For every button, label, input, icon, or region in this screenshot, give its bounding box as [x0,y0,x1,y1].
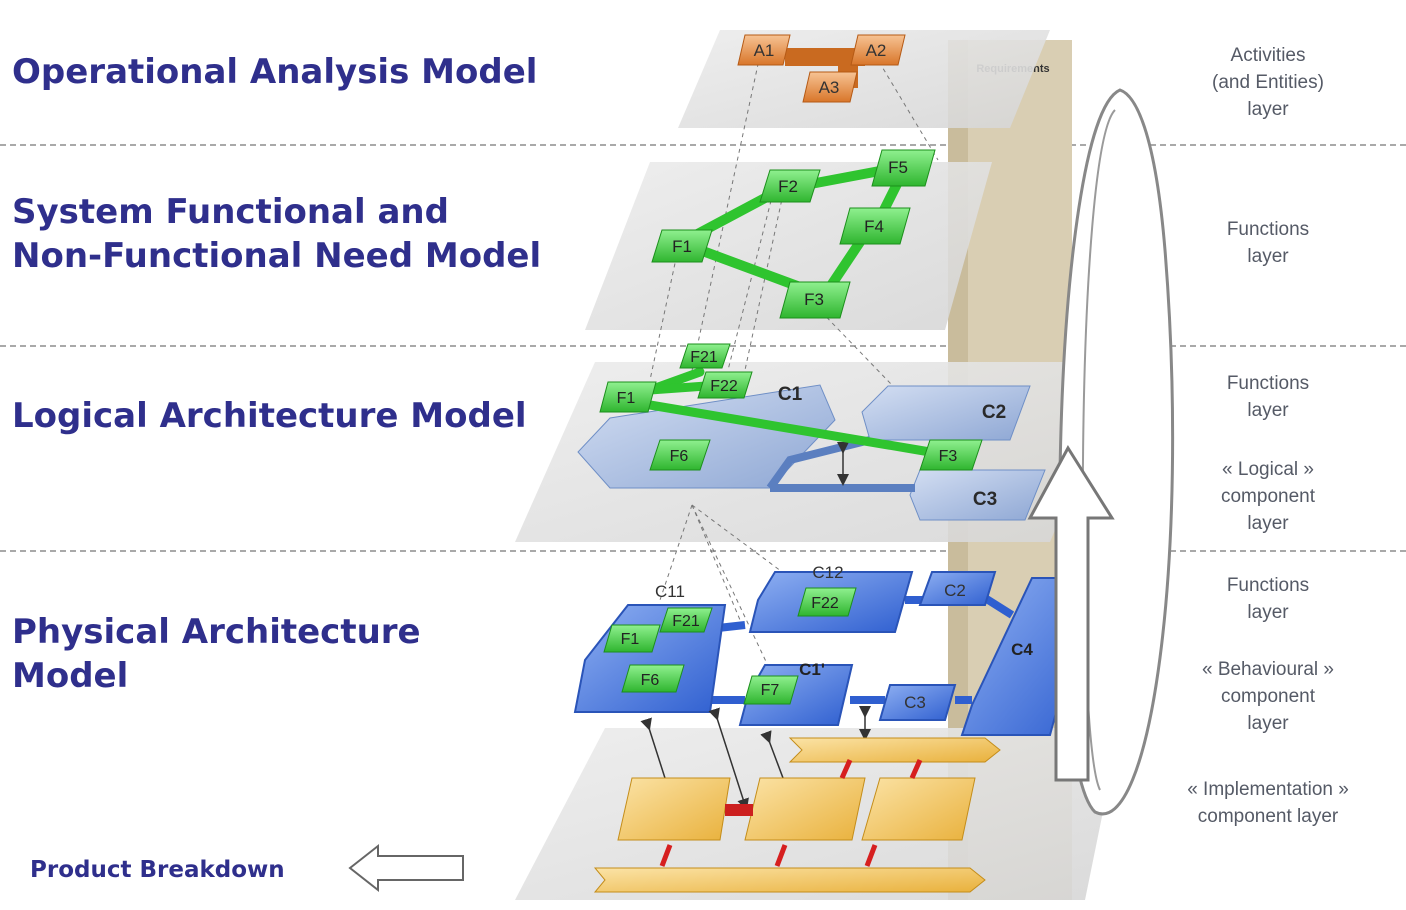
physical-function-f1: F1 [603,624,661,653]
physical-component-c3: C3 [878,684,957,721]
svg-text:A3: A3 [819,78,840,97]
svg-text:A2: A2 [866,41,887,60]
logical-layer: C1 C2 C3 F21 F22 F1 [577,343,1046,521]
title-logical-architecture: Logical Architecture Model [12,396,527,436]
physical-component-c2: C2 [918,571,997,606]
svg-text:F22: F22 [710,378,738,395]
function-node-f4: F4 [839,207,911,245]
svg-text:C2: C2 [982,402,1006,423]
title-operational-analysis: Operational Analysis Model [12,52,538,92]
layer-label-behavioural-component: « Behavioural » component layer [1201,659,1335,734]
activity-node-a3: A3 [802,71,858,103]
svg-text:C1: C1 [778,384,803,405]
svg-text:C11: C11 [655,582,685,601]
svg-text:F5: F5 [888,158,908,177]
logical-function-f22: F22 [697,371,753,399]
physical-layer: C11 C12 C2 C1' C3 C4 F21 F1 [573,563,1094,811]
layer-label-functions-need: Functions layer [1226,219,1310,267]
physical-function-f22: F22 [797,587,857,617]
logical-function-f3: F3 [919,439,983,471]
svg-text:C12: C12 [812,563,843,582]
physical-function-f7: F7 [743,675,799,705]
svg-text:C4: C4 [1011,640,1033,659]
function-node-f3: F3 [779,281,851,319]
logical-component-c3: C3 [909,469,1046,521]
svg-text:F7: F7 [761,682,780,699]
svg-text:F6: F6 [670,448,689,465]
function-node-f1: F1 [651,229,713,263]
layer-label-logical-component: « Logical » component layer [1220,459,1315,534]
svg-text:F21: F21 [690,349,718,366]
physical-function-f6: F6 [621,664,685,693]
svg-text:F22: F22 [811,595,839,612]
svg-text:F3: F3 [939,448,958,465]
svg-text:F1: F1 [621,631,640,648]
title-system-functional-need: System Functional and Non-Functional Nee… [12,192,542,276]
implementation-layer [593,737,1001,893]
separator-3 [0,550,1406,552]
layer-label-activities: Activities (and Entities) layer [1212,45,1324,120]
svg-text:F2: F2 [778,177,798,196]
layer-label-functions-physical: Functions layer [1226,575,1310,623]
layer-label-implementation-component: « Implementation » component layer [1187,779,1349,827]
loop-arrow-head-icon [1027,445,1115,782]
product-breakdown-arrow-icon [348,843,464,893]
logical-component-c1: C1 [577,384,836,489]
separator-1 [0,144,1406,146]
svg-text:F6: F6 [641,672,660,689]
function-node-f5: F5 [871,149,936,187]
svg-text:F1: F1 [617,390,636,407]
svg-text:F4: F4 [864,217,884,236]
operational-nodes: A1 A2 A3 [737,34,906,103]
function-node-f2: F2 [759,169,821,203]
function-graph: F1 F2 F3 F4 F5 [651,149,936,319]
svg-text:A1: A1 [754,41,775,60]
svg-text:F1: F1 [672,237,692,256]
physical-function-f21: F21 [659,607,713,633]
logical-component-c2: C2 [861,385,1031,441]
layer-label-functions-logical: Functions layer [1226,373,1310,421]
refinement-loop-arrow [1027,88,1175,816]
svg-text:C2: C2 [944,581,966,600]
title-physical-architecture: Physical Architecture Model [12,612,421,696]
svg-text:F21: F21 [672,613,700,630]
svg-text:C3: C3 [904,693,926,712]
svg-text:F3: F3 [804,290,824,309]
svg-text:C1': C1' [799,660,825,679]
activity-node-a2: A2 [850,34,906,66]
product-breakdown-label: Product Breakdown [30,857,285,883]
logical-function-f6: F6 [649,439,711,471]
svg-text:C3: C3 [973,489,997,510]
logical-function-f21: F21 [679,343,731,369]
activity-node-a1: A1 [737,34,791,66]
logical-function-f1: F1 [599,381,657,413]
